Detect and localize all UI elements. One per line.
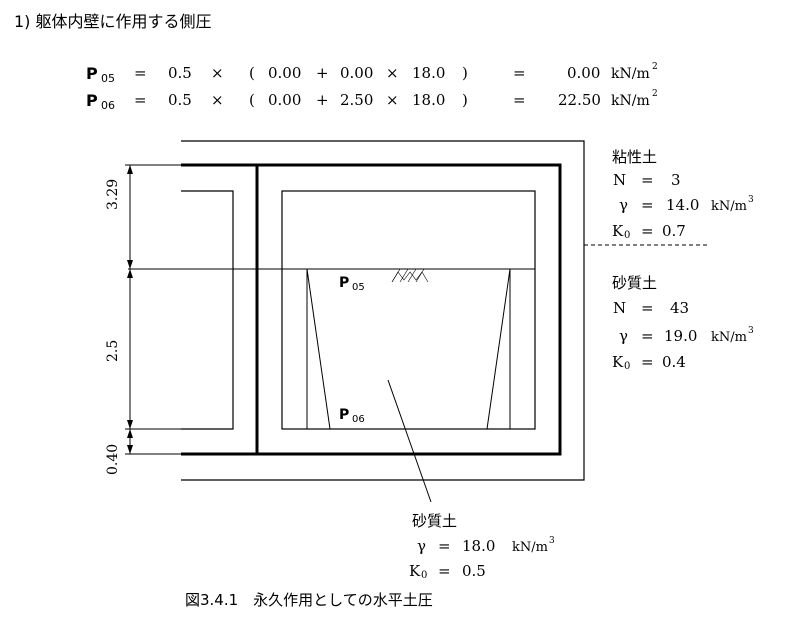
figure-caption: 図3.4.1 永久作用としての水平土圧: [185, 591, 433, 609]
dimension-label: 3.29: [105, 178, 121, 210]
soil-name: 粘性土: [612, 148, 658, 166]
gamma-unit-superscript: 3: [748, 195, 754, 205]
eq-coef: 0.5: [168, 91, 192, 109]
eq-result: 22.50: [558, 91, 601, 109]
eq-surcharge: 0.00: [268, 91, 302, 109]
n-equals: =: [641, 171, 654, 189]
eq-equals: =: [513, 91, 526, 109]
eq-equals: =: [513, 64, 526, 82]
gamma-label: γ: [619, 327, 628, 345]
inner-pressure-right-diagonal: [486, 268, 511, 430]
k0-value: 0.5: [462, 562, 486, 580]
soil-name: 砂質土: [412, 512, 458, 530]
gamma-unit-superscript: 3: [549, 536, 555, 546]
left-cell-inner: [181, 190, 234, 430]
eq-plus: +: [316, 91, 329, 109]
n-value: 3: [671, 171, 681, 189]
backfill-leader-line: [387, 379, 432, 503]
eq-p-symbol: P: [86, 64, 98, 83]
k0-value: 0.4: [662, 353, 686, 371]
p06-label: P: [339, 407, 350, 423]
n-equals: =: [641, 299, 654, 317]
eq-p-subscript: 05: [101, 72, 115, 85]
gamma-label: γ: [619, 196, 628, 214]
eq-surcharge: 0.00: [268, 64, 302, 82]
eq-lparen: (: [249, 91, 255, 109]
gamma-label: γ: [417, 537, 426, 555]
eq-rparen: ): [462, 91, 468, 109]
gamma-unit: kN/m: [711, 199, 747, 214]
k0-subscript: 0: [624, 361, 631, 372]
section-heading: 1) 躯体内壁に作用する側圧: [14, 12, 212, 31]
eq-unit-weight: 18.0: [412, 64, 446, 82]
n-label: N: [613, 171, 627, 189]
structure-outer-wall: [181, 163, 562, 456]
right-cell-inner: [281, 190, 536, 430]
k0-label: K: [612, 353, 624, 371]
eq-unit-superscript: 2: [652, 89, 658, 99]
p05-subscript: 05: [352, 282, 365, 293]
eq-depth: 0.00: [340, 64, 374, 82]
gamma-equals: =: [438, 537, 451, 555]
dimension-label: 0.40: [105, 443, 121, 475]
n-label: N: [613, 299, 627, 317]
eq-equals: =: [134, 64, 147, 82]
eq-times: ×: [386, 64, 399, 82]
gamma-unit-superscript: 3: [748, 326, 754, 336]
eq-result: 0.00: [567, 64, 601, 82]
eq-equals: =: [134, 91, 147, 109]
gamma-unit: kN/m: [711, 330, 747, 345]
inner-pressure-left-diagonal: [306, 268, 331, 430]
eq-unit-superscript: 2: [652, 62, 658, 72]
gamma-equals: =: [641, 196, 654, 214]
gamma-value: 18.0: [462, 537, 496, 555]
k0-equals: =: [641, 222, 654, 240]
eq-unit: kN/m: [611, 93, 650, 109]
eq-times: ×: [386, 91, 399, 109]
k0-equals: =: [438, 562, 451, 580]
k0-label: K: [409, 562, 421, 580]
k0-subscript: 0: [624, 230, 631, 241]
p06-subscript: 06: [352, 414, 365, 425]
eq-lparen: (: [249, 64, 255, 82]
k0-subscript: 0: [421, 570, 428, 581]
eq-unit-weight: 18.0: [412, 91, 446, 109]
eq-rparen: ): [462, 64, 468, 82]
k0-label: K: [612, 222, 624, 240]
gamma-value: 19.0: [664, 327, 698, 345]
eq-unit: kN/m: [611, 66, 650, 82]
eq-p-subscript: 06: [101, 99, 115, 112]
eq-depth: 2.50: [340, 91, 374, 109]
gamma-equals: =: [641, 327, 654, 345]
gamma-unit: kN/m: [512, 540, 548, 555]
eq-p-symbol: P: [86, 91, 98, 110]
k0-value: 0.7: [662, 222, 686, 240]
dimension-arrows: [127, 165, 133, 454]
eq-plus: +: [316, 64, 329, 82]
n-value: 43: [670, 299, 690, 317]
gamma-value: 14.0: [666, 196, 700, 214]
dimension-label: 2.5: [105, 339, 121, 362]
excavation-outline: [181, 140, 585, 481]
eq-coef: 0.5: [168, 64, 192, 82]
k0-equals: =: [641, 353, 654, 371]
p05-label: P: [339, 275, 350, 291]
eq-times: ×: [211, 91, 224, 109]
eq-times: ×: [211, 64, 224, 82]
water-surface-hatch: [391, 268, 429, 283]
soil-name: 砂質土: [612, 274, 658, 292]
